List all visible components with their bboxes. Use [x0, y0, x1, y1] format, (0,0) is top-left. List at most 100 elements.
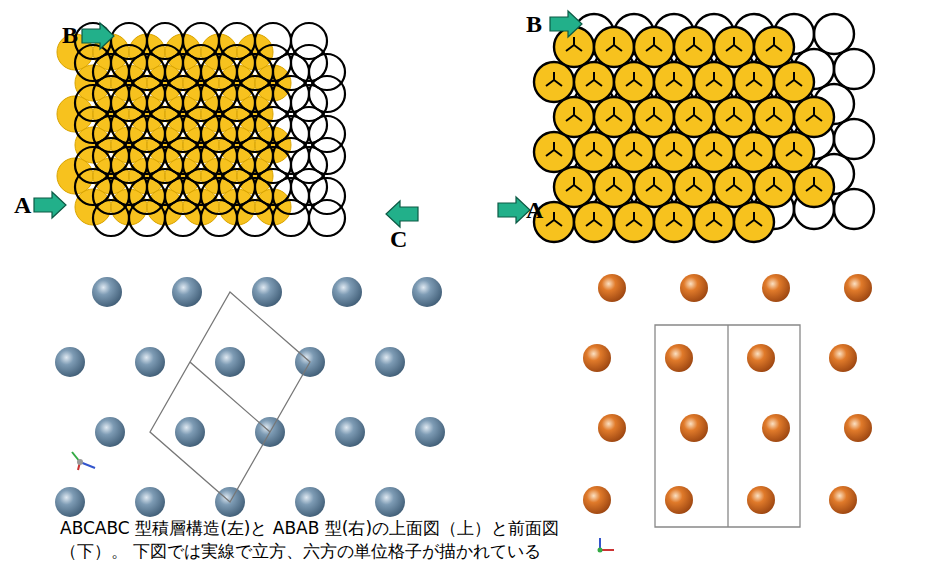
atom-sphere	[665, 486, 693, 514]
atom-a	[674, 97, 714, 137]
atom-a	[734, 132, 774, 172]
hollow-mark	[626, 212, 642, 226]
hollow-mark	[546, 212, 562, 226]
atom-b	[291, 23, 327, 59]
atom-c	[273, 200, 309, 236]
hollow-mark	[746, 212, 762, 226]
atom-b	[183, 23, 219, 59]
atom-sphere	[829, 486, 857, 514]
atom-c	[219, 169, 255, 205]
atom-sphere	[680, 274, 708, 302]
hollow-mark	[546, 142, 562, 156]
hollow-mark	[566, 177, 582, 191]
axis-icon	[598, 538, 615, 553]
atom-c	[75, 169, 111, 205]
atom-sphere	[747, 486, 775, 514]
atom-c	[165, 76, 201, 112]
atom-sphere	[55, 347, 85, 377]
atom-c	[309, 76, 345, 112]
atom-sphere	[175, 417, 205, 447]
arrow	[498, 197, 530, 223]
atom-c	[147, 107, 183, 143]
atom-c	[237, 76, 273, 112]
atom-sphere	[665, 344, 693, 372]
atom-c	[273, 76, 309, 112]
atom-sphere	[829, 344, 857, 372]
atom-b	[834, 119, 874, 159]
atom-c	[201, 138, 237, 174]
atom-sphere	[762, 414, 790, 442]
atom-c	[255, 107, 291, 143]
atom-a	[614, 62, 654, 102]
atom-c	[201, 200, 237, 236]
atom-a	[534, 62, 574, 102]
atom-c	[75, 45, 111, 81]
caption: ABCABC 型積層構造(左)と ABAB 型(右)の上面図（上）と前面図（下）…	[60, 517, 580, 563]
atom-sphere	[747, 344, 775, 372]
atom-a	[654, 202, 694, 242]
atom-a	[714, 97, 754, 137]
atom-sphere	[335, 417, 365, 447]
atom-a	[714, 27, 754, 67]
hollow-mark	[626, 142, 642, 156]
atom-sphere	[598, 414, 626, 442]
atom-b	[834, 49, 874, 89]
hollow-mark	[806, 177, 822, 191]
atom-a	[694, 132, 734, 172]
atom-c	[129, 138, 165, 174]
hollow-mark	[606, 177, 622, 191]
atom-c	[147, 169, 183, 205]
atom-sphere	[375, 487, 405, 517]
hollow-mark	[786, 72, 802, 86]
hollow-mark	[746, 72, 762, 86]
atom-b	[834, 189, 874, 229]
atom-a	[654, 62, 694, 102]
hollow-mark	[706, 72, 722, 86]
hollow-mark	[806, 107, 822, 121]
atom-a	[694, 202, 734, 242]
atom-a	[734, 202, 774, 242]
atom-a	[574, 202, 614, 242]
atom-sphere	[375, 347, 405, 377]
atom-sphere	[55, 487, 85, 517]
atom-b	[147, 23, 183, 59]
atom-a	[774, 62, 814, 102]
atom-c	[219, 45, 255, 81]
atom-sphere	[680, 414, 708, 442]
atom-a	[554, 97, 594, 137]
atom-sphere	[762, 274, 790, 302]
layer-letter: A	[526, 198, 543, 222]
layer-letter: B	[526, 12, 542, 36]
atom-a	[574, 62, 614, 102]
hollow-mark	[766, 107, 782, 121]
atom-c	[309, 200, 345, 236]
atom-sphere	[295, 487, 325, 517]
atom-c	[129, 200, 165, 236]
atom-b	[814, 14, 854, 54]
atom-a	[614, 132, 654, 172]
hollow-mark	[766, 37, 782, 51]
layer-letter: B	[62, 23, 78, 47]
atom-a	[754, 167, 794, 207]
atom-sphere	[415, 417, 445, 447]
axis-icon	[72, 452, 95, 470]
atom-a	[754, 27, 794, 67]
atom-sphere	[844, 274, 872, 302]
atom-c	[111, 107, 147, 143]
atom-c	[147, 45, 183, 81]
atom-c	[201, 76, 237, 112]
atom-c	[291, 45, 327, 81]
atom-c	[165, 138, 201, 174]
atom-a	[794, 167, 834, 207]
atom-a	[794, 97, 834, 137]
atom-a	[654, 132, 694, 172]
arrow	[386, 201, 418, 227]
atom-a	[634, 27, 674, 67]
atom-c	[237, 200, 273, 236]
atom-a	[554, 167, 594, 207]
atom-a	[674, 27, 714, 67]
atom-c	[93, 76, 129, 112]
atom-a	[574, 132, 614, 172]
atom-c	[183, 107, 219, 143]
atom-c	[111, 169, 147, 205]
